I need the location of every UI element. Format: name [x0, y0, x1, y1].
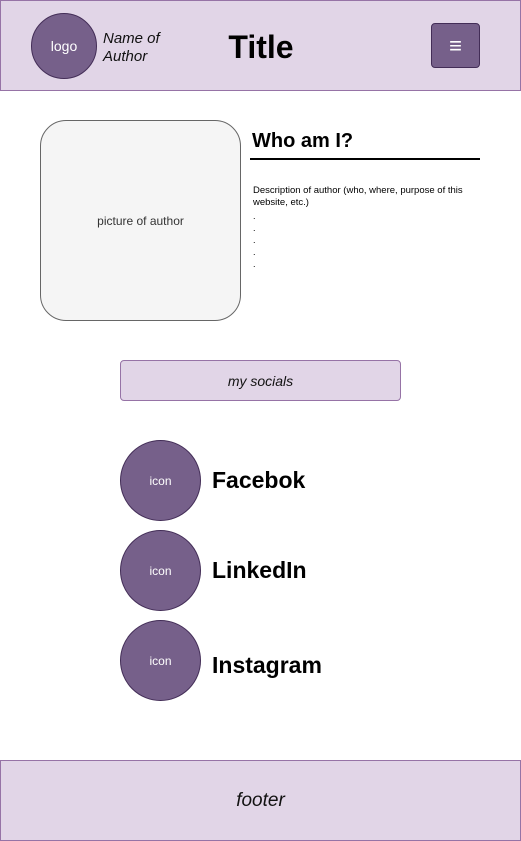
menu-button[interactable]: ≡ — [431, 23, 480, 68]
about-dot: . — [253, 223, 256, 233]
logo[interactable]: logo — [31, 13, 97, 79]
about-dot: . — [253, 235, 256, 245]
page-title: Title — [228, 29, 294, 65]
social-link-instagram[interactable]: Instagram — [212, 652, 322, 678]
linkedin-icon[interactable]: icon — [120, 530, 201, 611]
author-picture-label: picture of author — [97, 213, 184, 228]
social-link-facebook[interactable]: Facebok — [212, 467, 306, 493]
facebook-icon[interactable]: icon — [120, 440, 201, 521]
about-description: Description of author (who, where, purpo… — [253, 185, 463, 208]
footer-label: footer — [236, 789, 285, 811]
about-dot: . — [253, 259, 256, 269]
social-link-linkedin[interactable]: LinkedIn — [212, 557, 307, 583]
about-heading: Who am I? — [252, 130, 354, 152]
author-picture: picture of author — [40, 120, 241, 321]
hamburger-menu-icon: ≡ — [449, 32, 462, 58]
socials-heading: my socials — [120, 360, 401, 401]
about-dot: . — [253, 247, 256, 257]
author-name: Name of Author — [103, 30, 160, 65]
header: logo Name of Author Title ≡ — [0, 0, 521, 91]
about-divider — [250, 158, 480, 160]
footer: footer — [0, 760, 521, 841]
instagram-icon[interactable]: icon — [120, 620, 201, 701]
about-dots: . . . . . — [253, 210, 256, 270]
about-dot: . — [253, 211, 256, 221]
